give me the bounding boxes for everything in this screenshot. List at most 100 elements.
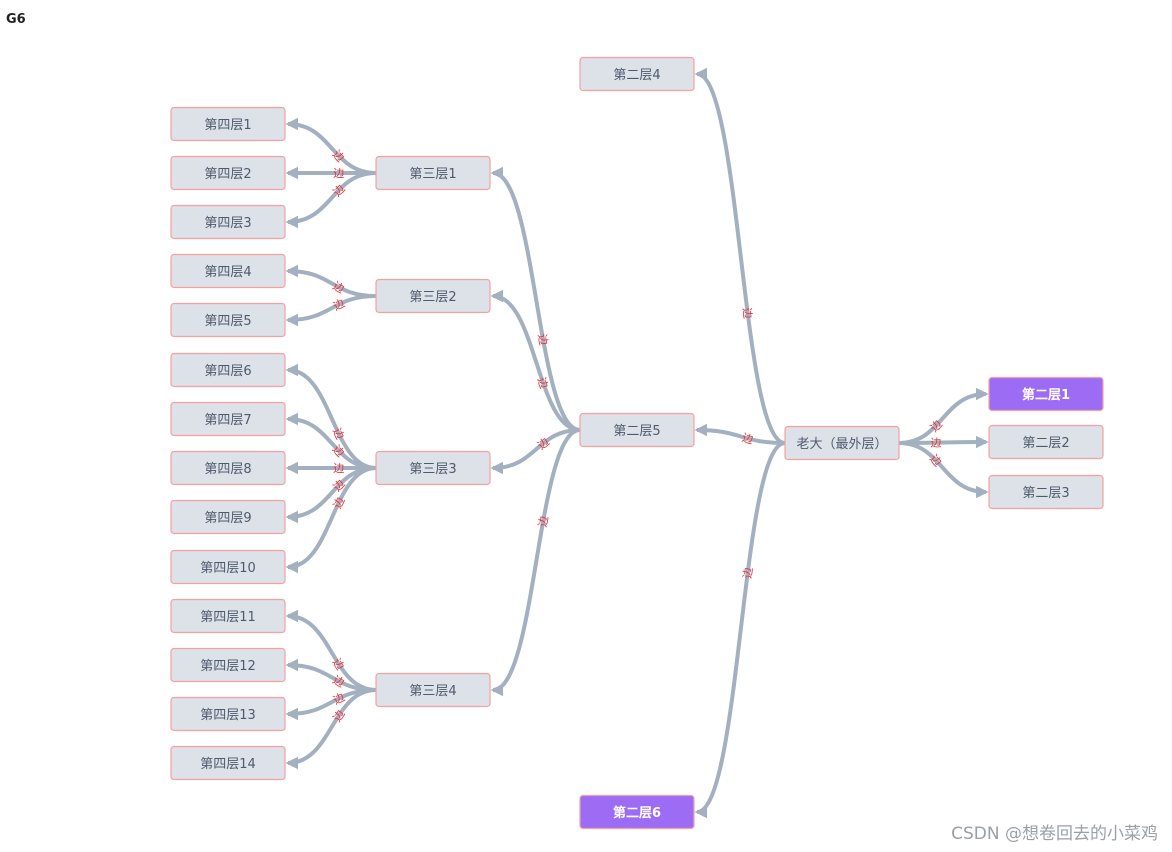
edge-l3-2-l4-4[interactable] — [285, 264, 377, 298]
node-box[interactable] — [579, 56, 695, 92]
edge-label: 边 — [333, 462, 344, 475]
node-label: 第四层6 — [204, 364, 251, 379]
node-box[interactable] — [988, 376, 1104, 412]
edge-label: 边 — [535, 333, 550, 346]
node-l3-2[interactable]: 第三层2 — [375, 278, 491, 314]
node-l3-4[interactable]: 第三层4 — [375, 672, 491, 708]
edge-label: 边 — [331, 673, 347, 690]
node-l3-3[interactable]: 第三层3 — [375, 450, 491, 486]
node-l4-4[interactable]: 第四层4 — [170, 253, 286, 289]
app-title: G6 — [6, 12, 26, 27]
node-box[interactable] — [784, 425, 900, 461]
node-box[interactable] — [170, 106, 286, 142]
edge-l3-1-l4-1[interactable] — [285, 117, 377, 175]
edge-l2-5-l3-1[interactable] — [490, 166, 581, 432]
edge-l3-2-l4-5[interactable] — [285, 294, 377, 327]
node-box[interactable] — [170, 647, 286, 683]
edge-root-l2-6[interactable] — [694, 441, 786, 819]
node-label: 第四层8 — [204, 462, 251, 477]
node-box[interactable] — [579, 412, 695, 448]
node-box[interactable] — [375, 155, 491, 191]
node-l2-3[interactable]: 第二层3 — [988, 474, 1104, 510]
node-box[interactable] — [170, 549, 286, 585]
node-box[interactable] — [170, 598, 286, 634]
edge-label: 边 — [331, 495, 347, 511]
node-box[interactable] — [170, 253, 286, 289]
node-box[interactable] — [579, 794, 695, 830]
node-l3-1[interactable]: 第三层1 — [375, 155, 491, 191]
edge-label: 边 — [740, 307, 754, 320]
edge-l3-3-l4-6[interactable] — [285, 363, 377, 470]
node-label: 第四层12 — [200, 659, 256, 674]
edge-root-l2-3[interactable] — [898, 441, 989, 499]
node-label: 第二层4 — [613, 68, 660, 83]
node-box[interactable] — [170, 696, 286, 732]
node-l4-2[interactable]: 第四层2 — [170, 155, 286, 191]
edge-l2-5-l3-4[interactable] — [490, 428, 581, 697]
node-label: 第二层3 — [1022, 486, 1069, 501]
node-box[interactable] — [170, 302, 286, 338]
edge-l2-5-l3-2[interactable] — [490, 289, 581, 432]
node-l4-14[interactable]: 第四层14 — [170, 745, 286, 781]
node-l4-1[interactable]: 第四层1 — [170, 106, 286, 142]
node-l4-13[interactable]: 第四层13 — [170, 696, 286, 732]
node-l4-3[interactable]: 第四层3 — [170, 204, 286, 240]
node-l2-2[interactable]: 第二层2 — [988, 424, 1104, 460]
node-l4-5[interactable]: 第四层5 — [170, 302, 286, 338]
edge-l3-3-l4-9[interactable] — [285, 466, 377, 524]
watermark: CSDN @想卷回去的小菜鸡 — [951, 824, 1158, 844]
node-label: 第三层3 — [409, 462, 456, 477]
node-l4-10[interactable]: 第四层10 — [170, 549, 286, 585]
edge-root-l2-4[interactable] — [694, 67, 786, 445]
edge-label: 边 — [535, 376, 551, 391]
node-l2-4[interactable]: 第二层4 — [579, 56, 695, 92]
node-l4-7[interactable]: 第四层7 — [170, 401, 286, 437]
node-box[interactable] — [170, 745, 286, 781]
node-l4-11[interactable]: 第四层11 — [170, 598, 286, 634]
edge-label: 边 — [331, 691, 347, 708]
edge-label: 边 — [536, 515, 551, 528]
node-label: 第四层13 — [200, 708, 256, 723]
edge-root-l2-5[interactable] — [694, 423, 786, 445]
node-label: 第四层10 — [200, 561, 256, 576]
node-box[interactable] — [375, 278, 491, 314]
node-label: 第四层9 — [204, 511, 251, 526]
node-l2-6[interactable]: 第二层6 — [579, 794, 695, 830]
edge-l3-3-l4-7[interactable] — [285, 412, 377, 470]
node-label: 老大（最外层） — [796, 437, 887, 452]
node-l4-9[interactable]: 第四层9 — [170, 499, 286, 535]
node-box[interactable] — [170, 204, 286, 240]
edge-l2-5-l3-3[interactable] — [490, 428, 581, 475]
edge-label: 边 — [331, 297, 347, 314]
node-box[interactable] — [170, 155, 286, 191]
node-box[interactable] — [375, 672, 491, 708]
node-l2-1[interactable]: 第二层1 — [988, 376, 1104, 412]
edge-label: 边 — [930, 437, 941, 450]
node-box[interactable] — [988, 474, 1104, 510]
node-l4-8[interactable]: 第四层8 — [170, 450, 286, 486]
edge-l3-1-l4-3[interactable] — [285, 171, 377, 229]
node-label: 第二层2 — [1022, 436, 1069, 451]
edge-root-l2-1[interactable] — [898, 387, 989, 445]
edge-label: 边 — [333, 167, 344, 180]
edge-l3-4-l4-14[interactable] — [285, 688, 377, 770]
edge-label: 边 — [741, 431, 755, 446]
node-box[interactable] — [375, 450, 491, 486]
node-box[interactable] — [170, 352, 286, 388]
edge-l3-4-l4-11[interactable] — [285, 609, 377, 692]
node-label: 第四层11 — [200, 610, 256, 625]
node-box[interactable] — [170, 450, 286, 486]
node-l4-12[interactable]: 第四层12 — [170, 647, 286, 683]
edge-l3-3-l4-10[interactable] — [285, 466, 377, 574]
node-box[interactable] — [988, 424, 1104, 460]
nodes-layer: 老大（最外层） 第二层1 第二层2 第二层3 第二层4 第二层5 第二层6 第三层1 第三层2 第… — [170, 56, 1104, 830]
edge-label: 边 — [330, 426, 346, 442]
node-l2-5[interactable]: 第二层5 — [579, 412, 695, 448]
node-label: 第二层1 — [1022, 387, 1070, 403]
node-box[interactable] — [170, 401, 286, 437]
node-box[interactable] — [170, 499, 286, 535]
node-root[interactable]: 老大（最外层） — [784, 425, 900, 461]
node-l4-6[interactable]: 第四层6 — [170, 352, 286, 388]
